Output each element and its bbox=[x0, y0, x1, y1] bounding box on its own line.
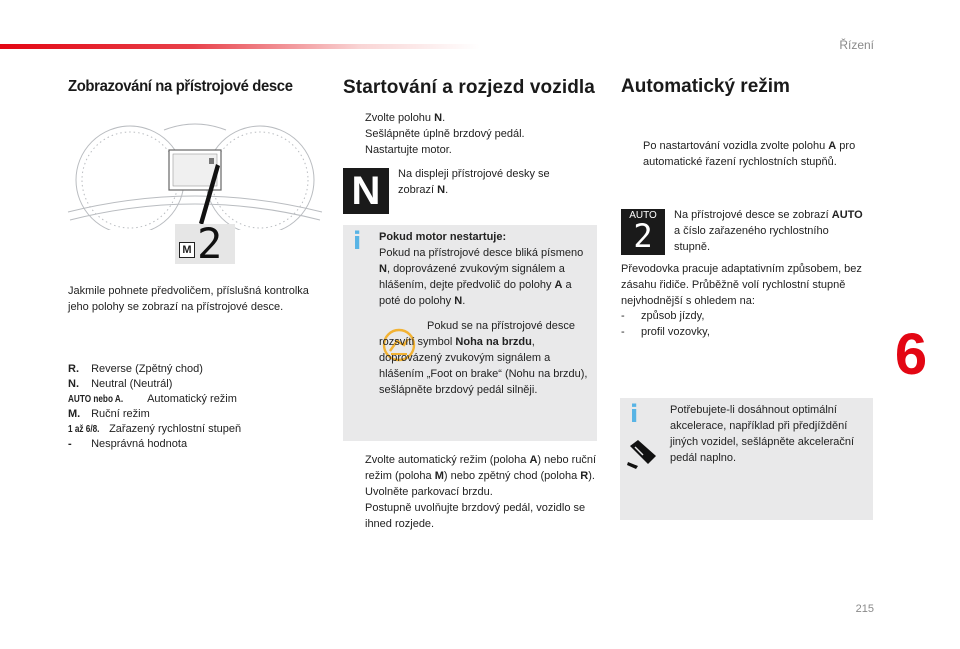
gear-number: 2 bbox=[197, 219, 223, 268]
legend-row: 1 až 6/8. Zařazený rychlostní stupeň bbox=[68, 422, 328, 437]
note-text: . bbox=[445, 184, 449, 196]
info-body: . bbox=[462, 295, 466, 307]
info-text: Pokud motor nestartuje: Pokud na přístro… bbox=[379, 229, 591, 309]
info-body: a poté do polohy bbox=[379, 279, 572, 307]
step-text: Uvolněte parkovací brzdu. bbox=[365, 486, 493, 498]
info-body: Pokud se na přístrojové desce rozsvítí s… bbox=[379, 320, 575, 348]
chapter-number: 6 bbox=[894, 322, 928, 387]
n-display-icon: N bbox=[343, 168, 389, 214]
drive-off-steps: Zvolte automatický režim (poloha A) nebo… bbox=[343, 452, 597, 532]
info-body: Pokud na přístrojové desce bliká písmeno bbox=[379, 247, 584, 259]
legend-row: - Nesprávná hodnota bbox=[68, 437, 328, 452]
legend-row: AUTO nebo A. Automatický režim bbox=[68, 392, 328, 407]
legend-text: Nesprávná hodnota bbox=[91, 438, 188, 450]
foot-on-brake-icon bbox=[382, 328, 416, 362]
col1-heading: Zobrazování na přístrojové desce bbox=[68, 78, 293, 95]
step-text: ) nebo ruční režim (poloha bbox=[365, 454, 597, 482]
list-text: profil vozovky, bbox=[641, 326, 710, 338]
header-accent-bar bbox=[0, 44, 480, 49]
legend-key: - bbox=[68, 438, 72, 450]
legend-text: Automatický režim bbox=[147, 393, 237, 405]
legend-key: N. bbox=[68, 378, 79, 390]
legend-row: M. Ruční režim bbox=[68, 407, 328, 422]
neutral-letter: N bbox=[351, 169, 381, 213]
legend-row: N. Neutral (Neutrál) bbox=[68, 377, 328, 392]
info-bold: Noha na brzdu bbox=[455, 336, 532, 348]
dash-marker: - bbox=[621, 310, 625, 322]
info-bold: A bbox=[554, 279, 563, 291]
step-text: . bbox=[442, 112, 446, 124]
legend-row: R. Reverse (Zpětný chod) bbox=[68, 362, 328, 377]
step-bold: A bbox=[828, 140, 837, 152]
list-item: - profil vozovky, bbox=[621, 324, 876, 340]
step-text: ). bbox=[588, 470, 595, 482]
note-text: a číslo zařazeného rychlostního stupně. bbox=[674, 225, 829, 253]
instrument-cluster-illustration bbox=[67, 123, 323, 230]
step-text: Sešlápněte úplně brzdový pedál. bbox=[365, 128, 525, 140]
step-bold: N bbox=[434, 112, 443, 124]
legend-key: M. bbox=[68, 408, 81, 420]
info-body: , doprovázený zvukovým signálem a hlášen… bbox=[379, 336, 588, 396]
info-bold: N bbox=[454, 295, 463, 307]
acceleration-tip-box: i Potřebujete-li dosáhnout optimální akc… bbox=[620, 398, 873, 520]
step-item: Po nastartování vozidla zvolte polohu A … bbox=[621, 138, 876, 170]
info-bold: N bbox=[379, 263, 387, 275]
list-item: - způsob jízdy, bbox=[621, 308, 876, 324]
legend-text: Zařazený rychlostní stupeň bbox=[109, 423, 242, 435]
adaptive-factors-list: - způsob jízdy, - profil vozovky, bbox=[621, 308, 876, 340]
section-title: Řízení bbox=[839, 38, 874, 52]
step-text: Zvolte automatický režim (poloha bbox=[365, 454, 530, 466]
step-item: Nastartujte motor. bbox=[343, 142, 593, 158]
note-bold: AUTO bbox=[831, 209, 863, 221]
info-icon: i bbox=[353, 227, 362, 255]
col1-paragraph: Jakmile pohnete předvoličem, příslušná k… bbox=[68, 285, 309, 313]
tip-text: Potřebujete-li dosáhnout optimální akcel… bbox=[670, 404, 855, 464]
note-text: Na displeji přístrojové desky se zobrazí bbox=[398, 168, 550, 196]
legend-key: R. bbox=[68, 363, 79, 375]
info-icon: i bbox=[630, 400, 639, 428]
step-text: pro automatické řazení rychlostních stup… bbox=[643, 140, 856, 168]
step-text: Zvolte polohu bbox=[365, 112, 435, 124]
dash-marker: - bbox=[621, 326, 625, 338]
info-heading: Pokud motor nestartuje: bbox=[379, 231, 507, 243]
gear-display-manual-icon: M 2 bbox=[175, 219, 235, 268]
auto-step: Po nastartování vozidla zvolte polohu A … bbox=[621, 138, 876, 170]
accelerator-pedal-icon bbox=[627, 440, 656, 469]
step-text: Po nastartování vozidla zvolte polohu bbox=[643, 140, 829, 152]
foot-on-brake-note: Pokud se na přístrojové desce rozsvítí s… bbox=[379, 318, 591, 398]
col3-heading: Automatický režim bbox=[621, 76, 790, 97]
auto-display-icon: AUTO 2 bbox=[621, 209, 665, 255]
note-bold: N bbox=[437, 184, 446, 196]
auto-gear-number: 2 bbox=[633, 217, 653, 255]
step-bold: R bbox=[580, 470, 589, 482]
start-steps: Zvolte polohu N. Sešlápněte úplně brzdov… bbox=[343, 110, 593, 158]
page-number: 215 bbox=[855, 603, 874, 615]
step-text: Nastartujte motor. bbox=[365, 144, 452, 156]
auto-display-note: Na přístrojové desce se zobrazí AUTO a č… bbox=[674, 207, 864, 255]
engine-not-starting-box: i Pokud motor nestartuje: Pokud na příst… bbox=[343, 225, 597, 441]
step-item: Uvolněte parkovací brzdu. bbox=[343, 484, 597, 500]
info-body: , doprovázené zvukovým signálem a hlášen… bbox=[379, 263, 565, 291]
auto-label: AUTO bbox=[629, 210, 657, 221]
step-bold: M bbox=[434, 470, 444, 482]
legend-text: Neutral (Neutrál) bbox=[91, 378, 173, 390]
step-item: Postupně uvolňujte brzdový pedál, vozidl… bbox=[343, 500, 597, 532]
step-text: ) nebo zpětný chod (poloha bbox=[443, 470, 581, 482]
step-bold: A bbox=[529, 454, 538, 466]
note-text: Na přístrojové desce se zobrazí bbox=[674, 209, 832, 221]
legend-key: 1 až 6/8. bbox=[68, 424, 100, 435]
n-display-note: Na displeji přístrojové desky se zobrazí… bbox=[398, 166, 588, 198]
step-item: Zvolte automatický režim (poloha A) nebo… bbox=[343, 452, 597, 484]
step-text: Postupně uvolňujte brzdový pedál, vozidl… bbox=[365, 502, 586, 530]
manual-mode-letter: M bbox=[179, 242, 195, 258]
gear-legend: R. Reverse (Zpětný chod) N. Neutral (Neu… bbox=[68, 362, 328, 452]
col2-heading: Startování a rozjezd vozidla bbox=[343, 77, 595, 98]
col3-paragraph: Převodovka pracuje adaptativním způsobem… bbox=[621, 263, 862, 307]
legend-text: Reverse (Zpětný chod) bbox=[91, 363, 203, 375]
step-item: Zvolte polohu N. bbox=[343, 110, 593, 126]
legend-text: Ruční režim bbox=[91, 408, 150, 420]
list-text: způsob jízdy, bbox=[641, 310, 705, 322]
step-item: Sešlápněte úplně brzdový pedál. bbox=[343, 126, 593, 142]
legend-key: AUTO nebo A. bbox=[68, 394, 124, 405]
